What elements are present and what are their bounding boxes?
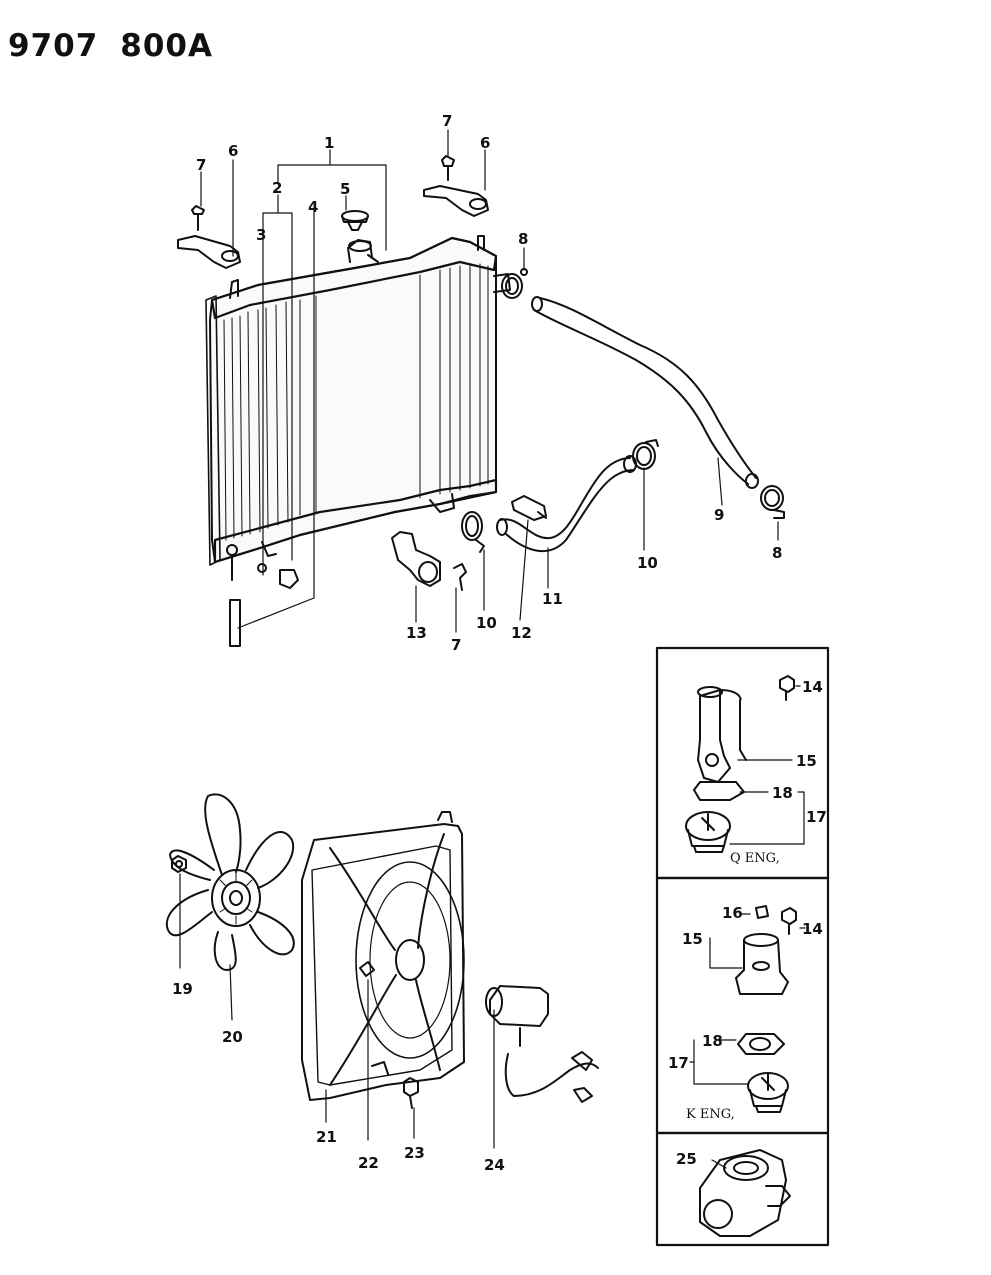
callout-7-top: 7 <box>442 112 452 130</box>
callout-8-top: 8 <box>518 230 528 248</box>
callout-22: 22 <box>358 1154 379 1172</box>
callout-2: 2 <box>272 179 282 197</box>
lower-hose-clamp-left <box>461 511 485 553</box>
callout-7-bottom: 7 <box>451 636 461 654</box>
callout-9: 9 <box>714 506 724 524</box>
upper-mounting-bracket-left <box>177 205 241 269</box>
drain-hose <box>229 599 241 647</box>
callout-10-left: 10 <box>476 614 497 632</box>
callout-18-q: 18 <box>772 784 793 802</box>
radiator-core-fins <box>223 263 489 541</box>
callout-4: 4 <box>308 198 318 216</box>
callout-5: 5 <box>340 180 350 198</box>
callout-1: 1 <box>324 134 334 152</box>
shroud-clip <box>359 961 375 977</box>
bolt-q-engine <box>779 675 795 701</box>
lower-bracket <box>391 531 467 591</box>
radiator-assembly <box>205 235 511 581</box>
callout-16: 16 <box>722 904 743 922</box>
callout-20: 20 <box>222 1028 243 1046</box>
callout-19: 19 <box>172 980 193 998</box>
thermostat-housing <box>699 1149 791 1237</box>
callout-25: 25 <box>676 1150 697 1168</box>
callout-labels: 1 2 3 4 5 6 6 7 7 7 8 8 9 10 10 11 12 13… <box>172 112 827 1174</box>
water-outlet-k-engine <box>735 933 789 995</box>
lower-hose-clamp-right <box>632 439 659 470</box>
plug-k-engine <box>755 905 769 919</box>
code-number: 9707 <box>8 28 99 64</box>
callout-6-right: 6 <box>480 134 490 152</box>
callout-13: 13 <box>406 624 427 642</box>
thermostat-q-engine <box>685 811 731 853</box>
bolt-k-engine <box>781 907 797 935</box>
thermostat-k-engine <box>747 1072 789 1113</box>
callout-14-k: 14 <box>802 920 823 938</box>
callout-8-bottom: 8 <box>772 544 782 562</box>
fan-motor <box>485 985 599 1103</box>
drain-cock <box>257 563 299 589</box>
callout-15-q: 15 <box>796 752 817 770</box>
fan-shroud <box>301 811 465 1101</box>
callout-17-q: 17 <box>806 808 827 826</box>
callout-24: 24 <box>484 1156 505 1174</box>
fan-leader-lines <box>179 873 495 1149</box>
callout-10-right: 10 <box>637 554 658 572</box>
k-engine-label: K ENG, <box>686 1107 735 1122</box>
callout-6-left: 6 <box>228 142 238 160</box>
callout-11: 11 <box>542 590 563 608</box>
callout-18-k: 18 <box>702 1032 723 1050</box>
diagram-reference-code: 9707 800A <box>8 28 235 64</box>
leader-lines <box>200 129 779 633</box>
callout-7-left: 7 <box>196 156 206 174</box>
q-engine-label: Q ENG, <box>730 851 780 866</box>
thermo-sensor <box>511 495 547 521</box>
callout-14-q: 14 <box>802 678 823 696</box>
fan-nut <box>171 855 187 873</box>
callout-3: 3 <box>256 226 266 244</box>
gasket-k-engine <box>737 1033 785 1055</box>
water-outlet-q-engine <box>693 686 747 801</box>
shroud-bolt <box>403 1077 419 1109</box>
code-suffix: 800A <box>120 28 213 64</box>
callout-15-k: 15 <box>682 930 703 948</box>
callout-23: 23 <box>404 1144 425 1162</box>
hose-clamp-upper <box>501 268 528 299</box>
callout-17-k: 17 <box>668 1054 689 1072</box>
upper-radiator-hose <box>531 296 759 489</box>
hose-clamp-lower <box>760 485 785 519</box>
callout-21: 21 <box>316 1128 337 1146</box>
engine-inset-panel <box>655 646 830 1247</box>
callout-12: 12 <box>511 624 532 642</box>
radiator-cap <box>341 210 369 231</box>
upper-mounting-bracket-right <box>423 155 489 217</box>
lower-radiator-hose <box>496 455 637 552</box>
cooling-fan <box>165 793 295 971</box>
inset-leader-lines <box>689 685 806 1169</box>
